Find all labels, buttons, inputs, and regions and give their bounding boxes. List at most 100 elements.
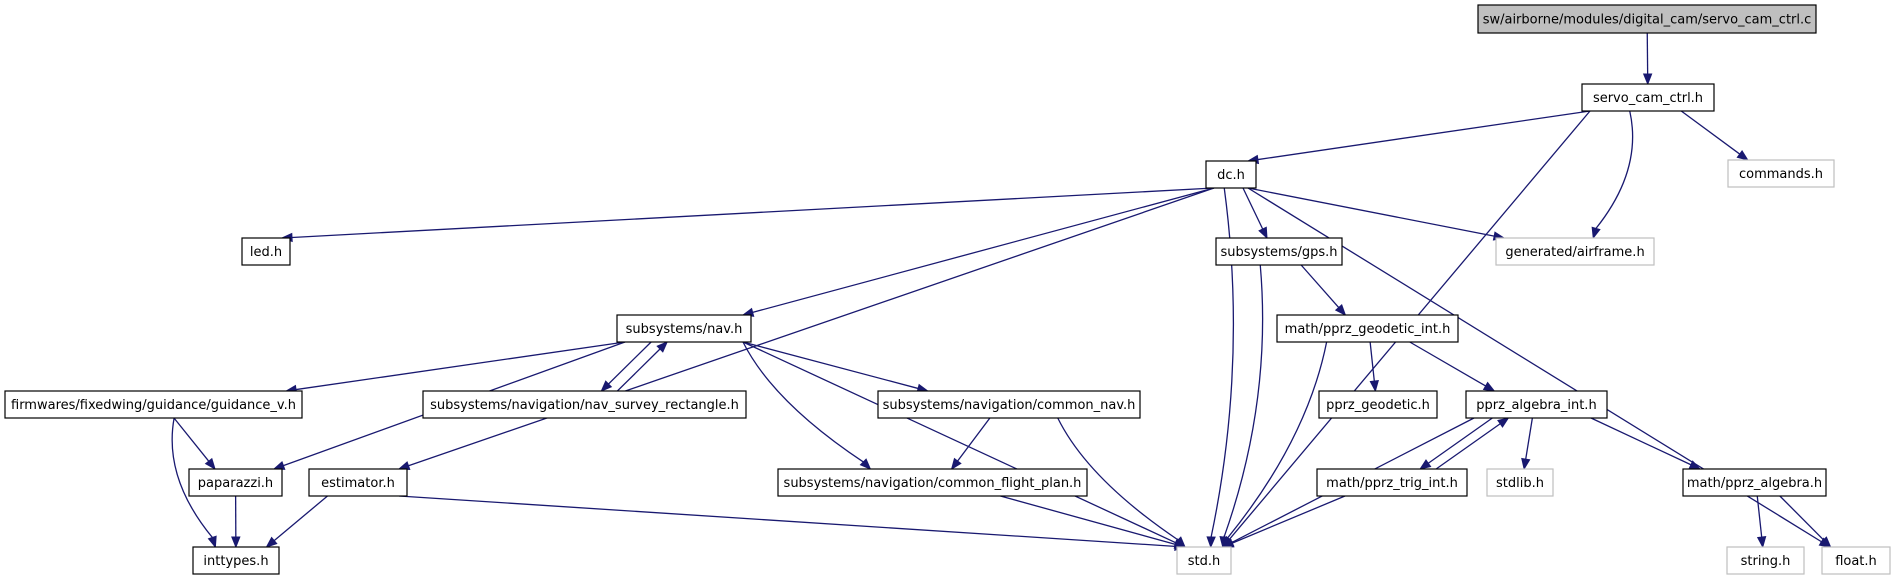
node-label: math/pprz_algebra.h (1687, 476, 1822, 491)
node-box[interactable] (1318, 390, 1438, 419)
arrowhead-navsurvey-to-nav (656, 341, 669, 353)
arrowhead-dc-to-std (1206, 536, 1216, 549)
node-std-h[interactable]: std.h (1176, 546, 1232, 575)
node-math-pprz-geodetic-int-h[interactable]: math/pprz_geodetic_int.h (1276, 314, 1459, 343)
edge-gps-to-std (1223, 264, 1264, 538)
arrowhead-nav-to-cfp (859, 458, 872, 470)
node-label: pprz_algebra_int.h (1476, 398, 1596, 413)
arrowhead-paparazzi-to-inttypes (231, 536, 241, 549)
arrowhead-commonnav-to-cfp (950, 457, 962, 471)
node-label: subsystems/navigation/common_nav.h (883, 398, 1136, 413)
node-box[interactable] (1581, 83, 1715, 112)
node-dc-h[interactable]: dc.h (1205, 160, 1257, 189)
node-label: string.h (1741, 554, 1791, 569)
node-box[interactable] (1682, 468, 1827, 497)
edge-guidv-to-paparazzi (173, 417, 210, 462)
node-box[interactable] (1821, 546, 1891, 575)
edge-dc-to-airframe (1247, 187, 1495, 237)
arrowhead-dc-to-estimator (397, 461, 411, 471)
edge-dc-to-led (291, 187, 1215, 239)
node-math-pprz-trig-int-h[interactable]: math/pprz_trig_int.h (1316, 468, 1468, 497)
edge-nav-to-std (742, 341, 1177, 544)
node-stdlib-h[interactable]: stdlib.h (1486, 468, 1554, 497)
edge-nav-to-cfp (742, 341, 864, 463)
edge-commonnav-to-cfp (957, 417, 991, 462)
arrowhead-gps-to-geodint (1334, 303, 1347, 317)
edge-algint-to-alg (1590, 417, 1692, 466)
node-box[interactable] (241, 237, 291, 266)
node-servo-cam-ctrl-h[interactable]: servo_cam_ctrl.h (1581, 83, 1715, 112)
node-label: firmwares/fixedwing/guidance/guidance_v.… (11, 398, 296, 413)
node-box[interactable] (308, 468, 408, 497)
node-subsystems-nav-h[interactable]: subsystems/nav.h (616, 314, 752, 343)
edge-algint-to-stdlib (1525, 417, 1534, 460)
edge-servo-to-airframe (1595, 110, 1634, 229)
node-math-pprz-algebra-h[interactable]: math/pprz_algebra.h (1682, 468, 1827, 497)
node-label: led.h (250, 245, 282, 260)
node-pprz-algebra-int-h[interactable]: pprz_algebra_int.h (1465, 390, 1608, 419)
node-label: servo_cam_ctrl.h (1593, 91, 1703, 106)
node-box[interactable] (777, 468, 1088, 497)
node-label: commands.h (1739, 167, 1823, 182)
node-label: sw/airborne/modules/digital_cam/servo_ca… (1483, 13, 1812, 28)
node-subsystems-navigation-nav-survey-rectangle-h[interactable]: subsystems/navigation/nav_survey_rectang… (422, 390, 747, 419)
node-label: math/pprz_trig_int.h (1326, 476, 1458, 491)
arrowhead-dc-to-gps (1258, 226, 1268, 240)
edge-navsurvey-to-nav (616, 348, 661, 392)
node-box[interactable] (1176, 546, 1232, 575)
node-box[interactable] (192, 546, 280, 575)
node-box[interactable] (1726, 546, 1805, 575)
node-paparazzi-h[interactable]: paparazzi.h (188, 468, 283, 497)
node-subsystems-navigation-common-nav-h[interactable]: subsystems/navigation/common_nav.h (877, 390, 1141, 419)
node-box[interactable] (1215, 237, 1343, 266)
arrowhead-nav-to-paparazzi (272, 460, 286, 470)
node-label: math/pprz_geodetic_int.h (1285, 322, 1451, 337)
node-pprz-geodetic-h[interactable]: pprz_geodetic.h (1318, 390, 1438, 419)
edge-servo-to-dc (1257, 110, 1591, 161)
arrowhead-root-to-servo (1642, 73, 1653, 86)
node-box[interactable] (1316, 468, 1468, 497)
arrowhead-algint-to-stdlib (1521, 457, 1531, 471)
node-box[interactable] (1477, 4, 1817, 34)
node-label: stdlib.h (1496, 476, 1544, 491)
edge-nav-to-commonnav (742, 341, 919, 390)
node-sw-airborne-modules-digital-cam-servo-cam-ctrl-c[interactable]: sw/airborne/modules/digital_cam/servo_ca… (1477, 4, 1817, 34)
arrowhead-alg-to-float (1819, 536, 1832, 548)
node-box[interactable] (1205, 160, 1257, 189)
node-box[interactable] (1276, 314, 1459, 343)
node-string-h[interactable]: string.h (1726, 546, 1805, 575)
node-inttypes-h[interactable]: inttypes.h (192, 546, 280, 575)
node-label: generated/airframe.h (1505, 245, 1644, 260)
arrowhead-nav-to-navsurvey (600, 380, 613, 392)
node-subsystems-navigation-common-flight-plan-h[interactable]: subsystems/navigation/common_flight_plan… (777, 468, 1088, 497)
edge-commonnav-to-std (1057, 417, 1179, 541)
node-box[interactable] (1495, 237, 1655, 266)
node-generated-airframe-h[interactable]: generated/airframe.h (1495, 237, 1655, 266)
node-box[interactable] (4, 390, 303, 419)
edge-nav-to-navsurvey (608, 341, 652, 385)
edge-alg-to-float (1779, 495, 1825, 541)
node-box[interactable] (422, 390, 747, 419)
node-label: subsystems/navigation/common_flight_plan… (784, 476, 1082, 491)
node-commands-h[interactable]: commands.h (1727, 159, 1835, 188)
edge-dc-to-std (1210, 187, 1235, 538)
node-label: inttypes.h (203, 554, 268, 569)
edge-nav-to-guidv (295, 341, 626, 391)
node-box[interactable] (616, 314, 752, 343)
node-label: float.h (1835, 554, 1877, 569)
node-box[interactable] (1727, 159, 1835, 188)
node-led-h[interactable]: led.h (241, 237, 291, 266)
node-subsystems-gps-h[interactable]: subsystems/gps.h (1215, 237, 1343, 266)
node-box[interactable] (1465, 390, 1608, 419)
node-estimator-h[interactable]: estimator.h (308, 468, 408, 497)
node-float-h[interactable]: float.h (1821, 546, 1891, 575)
arrowhead-trigint-to-algint (1497, 417, 1510, 428)
node-label: paparazzi.h (198, 476, 273, 491)
node-firmwares-fixedwing-guidance-guidance-v-h[interactable]: firmwares/fixedwing/guidance/guidance_v.… (4, 390, 303, 419)
arrowhead-estimator-to-inttypes (265, 536, 278, 548)
node-box[interactable] (877, 390, 1141, 419)
edge-geodint-to-geod (1369, 341, 1375, 382)
node-box[interactable] (188, 468, 283, 497)
node-box[interactable] (1486, 468, 1554, 497)
edge-trigint-to-std (1231, 495, 1346, 544)
